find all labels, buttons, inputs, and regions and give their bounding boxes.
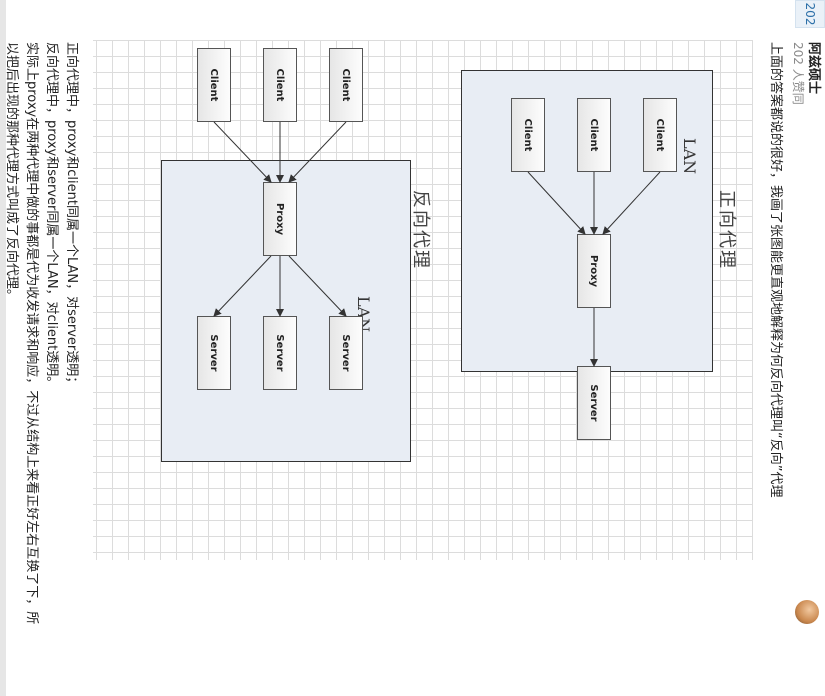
proxy-diagram: 正向代理 LAN Client Client Client Proxy Serv… [93,40,753,560]
answer-intro: 上面的答案都说的很好，我画了张图能更直观地解释为何反向代理叫“反向”代理 [768,42,783,498]
reverse-arrow [288,121,347,183]
forward-arrow [602,171,661,235]
reverse-arrow [288,255,347,317]
vote-summary: 202 人赞同 [791,42,805,105]
reverse-arrow [213,255,272,317]
body-text-line: 以把后出现的那种代理方式叫成了反向代理。 [4,42,19,303]
forward-arrow [527,171,586,235]
diagram-arrows [213,121,661,367]
reverse-arrow [213,121,272,183]
body-text-line: 反向代理中，proxy和server同属一个LAN，对client透明。 [44,42,59,390]
author-name[interactable]: 阿兹硕士 [806,42,821,95]
body-text-line: 正向代理中，proxy和client同属一个LAN，对server透明； [64,42,79,390]
avatar[interactable] [795,600,819,624]
vote-count-box[interactable]: 202 [795,0,825,28]
left-edge-strip [0,0,6,696]
body-text-line: 实际上proxy在两种代理中做的事都是代为收发请求和响应，不过从结构上来看正好左… [24,42,39,625]
